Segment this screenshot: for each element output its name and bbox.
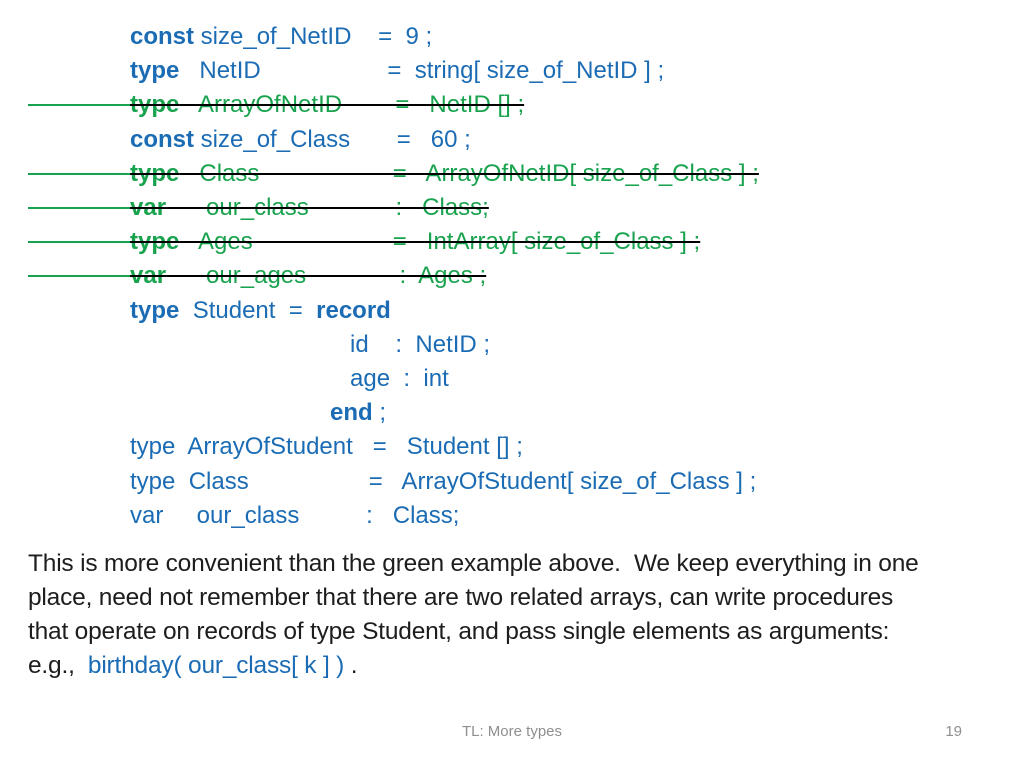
- code-line: type Class = ArrayOfStudent[ size_of_Cla…: [28, 465, 759, 499]
- text-segment: type ArrayOfStudent = Student [] ;: [130, 433, 523, 461]
- text-segment: size_of_Class = 60 ;: [194, 125, 471, 153]
- text-segment: var: [130, 194, 167, 222]
- text-segment: type: [130, 296, 180, 324]
- code-line: const size_of_Class = 60 ;: [28, 123, 759, 157]
- text-segment: ;: [372, 399, 387, 427]
- code-block: const size_of_NetID = 9 ; type NetID = st…: [28, 20, 759, 533]
- text-segment: .: [344, 652, 358, 679]
- code-indent: [28, 418, 130, 420]
- code-line: id : NetID ;: [28, 328, 759, 362]
- body-paragraph: This is more convenient than the green e…: [28, 547, 919, 683]
- code-indent: [28, 452, 130, 454]
- text-segment: id : NetID ;: [130, 330, 491, 358]
- text-segment: record: [316, 296, 391, 324]
- line-text: place, need not remember that there are …: [28, 584, 893, 611]
- struck-code-text: type Ages = IntArray[ size_of_Class ] ;: [130, 228, 700, 255]
- page-number: 19: [945, 723, 962, 740]
- text-segment: const: [130, 23, 195, 50]
- strikethrough-line: [28, 241, 130, 244]
- line-text: type Student = record: [130, 297, 391, 324]
- text-segment: size_of_NetID = 9 ;: [194, 23, 433, 50]
- strikethrough-line: [28, 275, 130, 278]
- text-segment: var our_class : Class;: [130, 501, 460, 529]
- strikethrough-line: [28, 104, 130, 107]
- line-text: e.g., birthday( our_class[ k ] ) .: [28, 652, 358, 679]
- text-segment: type Class = ArrayOfStudent[ size_of_Cla…: [130, 467, 757, 495]
- line-text: that operate on records of type Student,…: [28, 618, 889, 645]
- text-segment: birthday( our_class[ k ] ): [87, 652, 345, 679]
- line-text: age : int: [130, 365, 449, 392]
- text-segment: ArrayOfNetID = NetID [] ;: [179, 91, 525, 119]
- text-segment: type: [130, 228, 180, 256]
- code-indent: [28, 384, 130, 386]
- code-indent: [28, 145, 130, 147]
- code-line: age : int: [28, 362, 759, 396]
- text-segment: Student =: [179, 296, 317, 324]
- line-text: id : NetID ;: [130, 331, 490, 358]
- code-line: var our_class : Class;: [28, 191, 759, 225]
- text-segment: our_class : Class;: [166, 194, 489, 222]
- strikethrough-line: [28, 207, 130, 210]
- code-indent: [28, 42, 130, 44]
- line-text: end ;: [130, 399, 386, 426]
- text-segment: our_ages : Ages ;: [166, 262, 487, 290]
- footer-title: TL: More types: [461, 723, 563, 740]
- paragraph-line: This is more convenient than the green e…: [28, 547, 919, 581]
- struck-code-text: type Class = ArrayOfNetID[ size_of_Class…: [130, 160, 759, 187]
- text-segment: type: [130, 91, 180, 119]
- line-text: type ArrayOfStudent = Student [] ;: [130, 433, 523, 460]
- line-text: type NetID = string[ size_of_NetID ] ;: [130, 57, 664, 84]
- code-line: type ArrayOfNetID = NetID [] ;: [28, 88, 759, 122]
- text-segment: This is more convenient than the green e…: [28, 550, 919, 577]
- code-line: var our_ages : Ages ;: [28, 259, 759, 293]
- paragraph-line: that operate on records of type Student,…: [28, 615, 919, 649]
- code-line: end ;: [28, 396, 759, 430]
- paragraph-line: place, need not remember that there are …: [28, 581, 919, 615]
- text-segment: place, need not remember that there are …: [28, 584, 894, 611]
- text-segment: Class = ArrayOfNetID[ size_of_Class ] ;: [179, 159, 759, 187]
- code-line: type Student = record: [28, 294, 759, 328]
- code-line: const size_of_NetID = 9 ;: [28, 20, 759, 54]
- text-segment: Ages = IntArray[ size_of_Class ] ;: [179, 228, 701, 256]
- struck-code-text: var our_class : Class;: [130, 194, 489, 221]
- code-indent: [28, 521, 130, 523]
- code-line: type NetID = string[ size_of_NetID ] ;: [28, 54, 759, 88]
- code-indent: [28, 487, 130, 489]
- line-text: type Class = ArrayOfStudent[ size_of_Cla…: [130, 468, 756, 495]
- strikethrough-line: [28, 172, 130, 175]
- text-segment: age : int: [130, 365, 449, 393]
- text-segment: end: [330, 399, 373, 427]
- text-segment: that operate on records of type Student,…: [28, 618, 890, 645]
- text-segment: [130, 399, 330, 426]
- code-indent: [28, 76, 130, 78]
- struck-code-text: type ArrayOfNetID = NetID [] ;: [130, 91, 524, 118]
- code-indent: [28, 316, 130, 318]
- line-text: This is more convenient than the green e…: [28, 550, 919, 577]
- paragraph-line: e.g., birthday( our_class[ k ] ) .: [28, 649, 919, 683]
- code-line: type Class = ArrayOfNetID[ size_of_Class…: [28, 157, 759, 191]
- line-text: const size_of_Class = 60 ;: [130, 126, 471, 153]
- line-text: var our_class : Class;: [130, 502, 459, 529]
- text-segment: e.g.,: [28, 652, 88, 679]
- code-line: type Ages = IntArray[ size_of_Class ] ;: [28, 225, 759, 259]
- text-segment: NetID = string[ size_of_NetID ] ;: [179, 57, 665, 85]
- text-segment: var: [130, 262, 167, 290]
- text-segment: const: [130, 125, 195, 153]
- code-line: var our_class : Class;: [28, 499, 759, 533]
- code-line: type ArrayOfStudent = Student [] ;: [28, 430, 759, 464]
- struck-code-text: var our_ages : Ages ;: [130, 262, 486, 289]
- line-text: const size_of_NetID = 9 ;: [130, 23, 432, 50]
- text-segment: type: [130, 159, 180, 187]
- text-segment: type: [130, 57, 180, 85]
- code-indent: [28, 350, 130, 352]
